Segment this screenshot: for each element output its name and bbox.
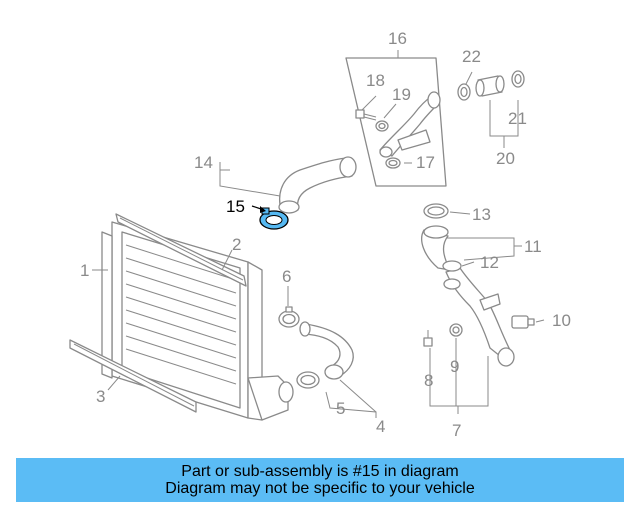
callout-11: 11 [524,237,542,256]
info-banner: Part or sub-assembly is #15 in diagram D… [16,458,624,502]
bushing-9 [449,323,463,337]
callout-9: 9 [450,357,459,376]
seal-19 [375,120,389,132]
parts-diagram: 1 2 3 4 5 6 7 8 9 10 11 12 13 14 15 16 1… [69,29,571,440]
callout-20: 20 [496,149,515,168]
callout-21: 21 [508,109,527,128]
hose-14 [278,156,357,214]
bolt-8 [423,330,433,347]
callout-13: 13 [472,205,491,224]
pipe-20 [475,75,505,97]
callout-19: 19 [392,85,411,104]
clamp-6 [278,306,300,328]
callout-7: 7 [452,421,461,440]
callout-4: 4 [376,417,385,436]
callout-17: 17 [416,153,435,172]
callout-15: 15 [226,197,245,216]
seal-17 [385,157,401,169]
leader-lines [92,50,545,418]
seal-21 [511,70,525,88]
clamp-12 [443,278,461,290]
hose-4 [299,321,354,380]
clamp-13 [423,203,449,219]
callout-3: 3 [96,387,105,406]
banner-line-1: Part or sub-assembly is #15 in diagram [181,463,459,480]
bottom-seal-strip [69,339,197,413]
callout-16: 16 [388,29,407,48]
callout-8: 8 [424,371,433,390]
clamp-5 [296,371,320,389]
pipe-11 [421,225,515,367]
callout-12: 12 [480,253,499,272]
intercooler [101,221,294,421]
group-16-panel [345,57,447,187]
banner-line-2: Diagram may not be specific to your vehi… [165,480,475,497]
callout-18: 18 [366,71,385,90]
callout-14: 14 [194,153,213,172]
sensor-10 [511,315,535,329]
callout-labels: 1 2 3 4 5 6 7 8 9 10 11 12 13 14 15 16 1… [80,29,571,440]
callout-1: 1 [80,261,89,280]
callout-5: 5 [336,399,345,418]
callout-2: 2 [232,235,241,254]
seal-22 [457,83,471,101]
callout-22: 22 [462,47,481,66]
pipe-16 [379,91,441,158]
bolt-18 [355,109,377,121]
callout-6: 6 [282,267,291,286]
callout-10: 10 [552,311,571,330]
